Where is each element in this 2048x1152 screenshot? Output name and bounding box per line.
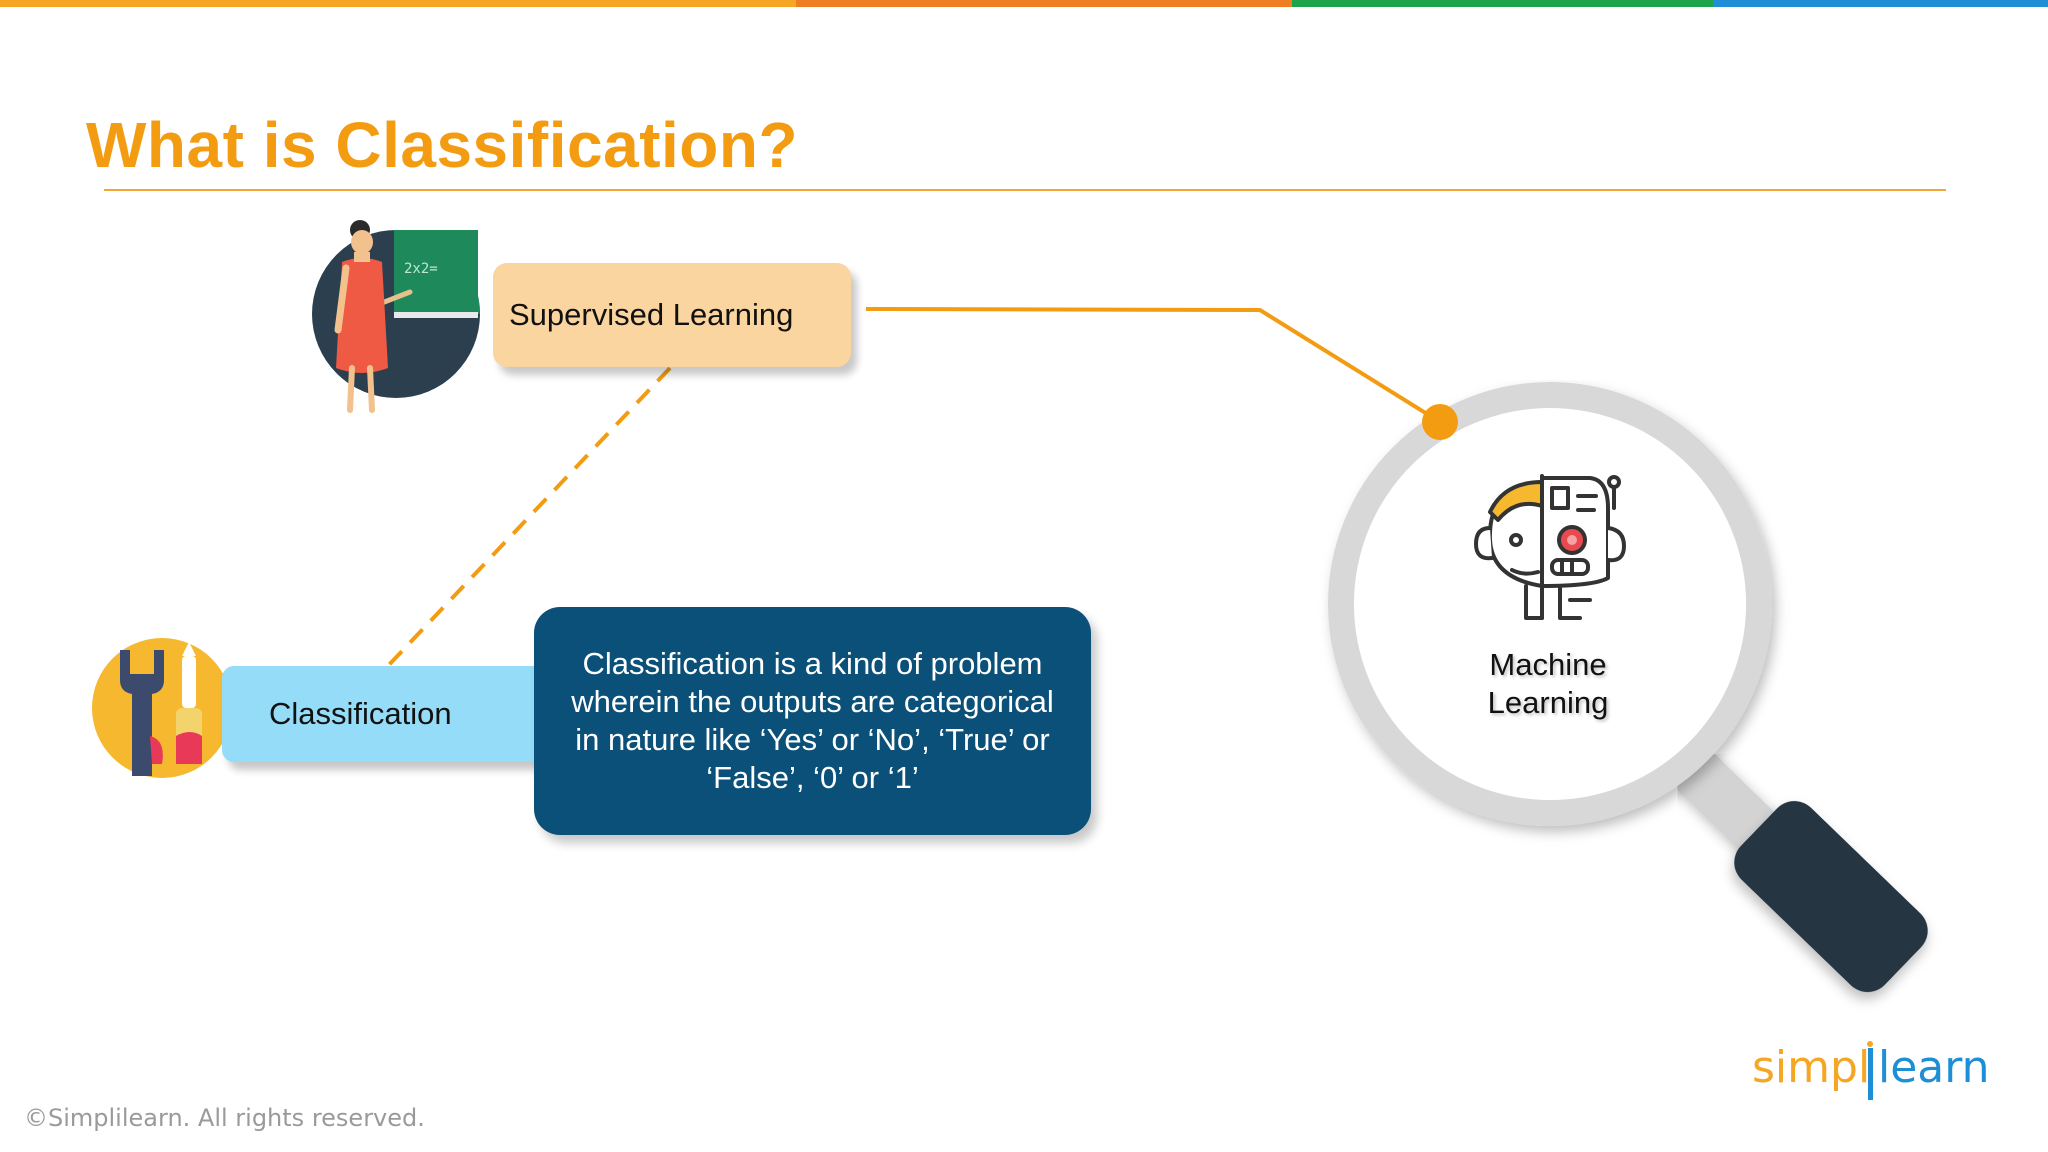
supervised-learning-box: Supervised Learning <box>493 263 851 367</box>
title-underline <box>104 189 1946 191</box>
copyright-text: ©Simplilearn. All rights reserved. <box>24 1104 425 1132</box>
definition-box: Classification is a kind of problem wher… <box>534 607 1091 835</box>
supervised-to-classification-dashed-line <box>384 366 672 670</box>
classification-box: Classification <box>222 666 550 762</box>
robot-human-face-icon <box>1474 474 1626 620</box>
machine-learning-label: Machine Learning <box>1440 646 1656 722</box>
machine-learning-label-line1: Machine <box>1489 647 1607 682</box>
slide-title: What is Classification? <box>86 109 799 181</box>
top-color-bar <box>0 0 2048 7</box>
top-bar-segment-blue <box>1713 0 2048 7</box>
simplilearn-logo: simpl learn <box>1752 1041 1989 1100</box>
supervised-learning-label: Supervised Learning <box>509 297 794 332</box>
connector-dot <box>1422 404 1458 440</box>
machine-learning-label-line2: Learning <box>1487 685 1609 720</box>
top-bar-segment-orange <box>0 0 796 7</box>
logo-text-learn: learn <box>1878 1042 1989 1093</box>
teacher-icon: 2x2= <box>312 220 480 413</box>
top-bar-segment-dark-orange <box>796 0 1292 7</box>
tools-icon <box>92 638 232 778</box>
supervised-to-ml-line <box>865 307 1442 424</box>
definition-text: Classification is a kind of problem wher… <box>571 646 1054 795</box>
magnifying-glass-icon <box>1328 382 1928 993</box>
classification-label: Classification <box>269 696 452 731</box>
blackboard-text: 2x2= <box>404 261 438 277</box>
logo-text-simpl: simpl <box>1752 1042 1870 1093</box>
top-bar-segment-green <box>1292 0 1713 7</box>
